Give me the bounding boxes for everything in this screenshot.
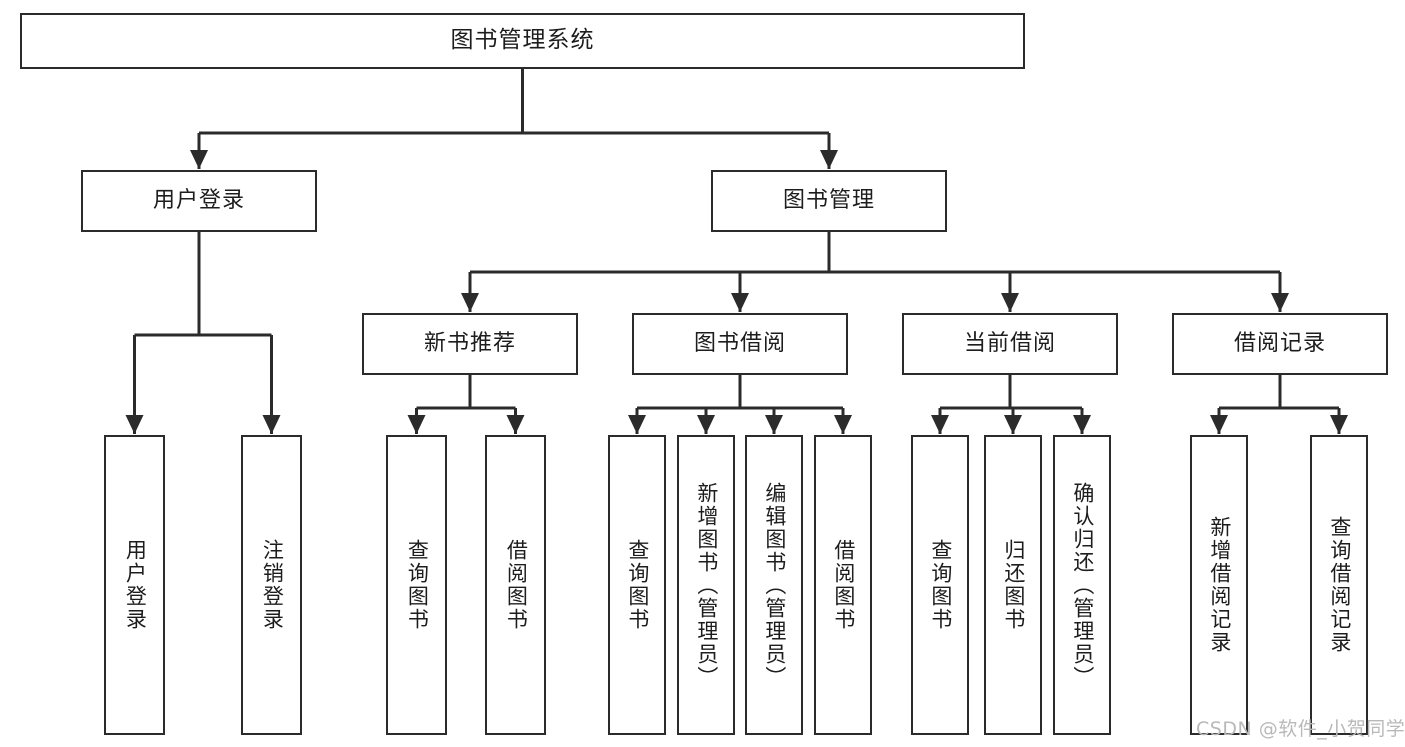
node-label: 归还图书 [1001,539,1026,631]
node-label: 图书管理系统 [450,27,595,54]
node-leaf-current-confirm: 确认归还（管理员） [1053,435,1111,735]
node-records: 借阅记录 [1172,313,1388,375]
arrow-head-icon [697,415,715,434]
node-leaf-user-login: 用户登录 [104,435,165,735]
node-label: 查询图书 [625,539,650,631]
node-leaf-new-borrow: 借阅图书 [485,435,546,735]
node-label: 用户登录 [152,187,245,213]
node-label: 借阅图书 [504,539,529,631]
arrow-head-icon [628,415,646,434]
node-label: 当前借阅 [963,330,1056,356]
node-leaf-user-logout: 注销登录 [241,435,302,735]
node-label: 确认归还（管理员） [1070,481,1095,689]
node-label: 借阅记录 [1233,330,1326,356]
arrow-head-icon [1330,415,1348,434]
node-label: 新增图书（管理员） [694,481,719,689]
arrow-head-icon [407,415,426,434]
node-label: 用户登录 [123,539,148,631]
node-borrow: 图书借阅 [632,313,848,375]
arrow-head-icon [731,293,749,312]
arrow-head-icon [834,415,852,434]
node-label: 查询图书 [405,539,430,631]
arrow-head-icon [506,415,525,434]
node-current: 当前借阅 [902,313,1118,375]
arrow-head-icon [820,150,838,169]
node-label: 查询借阅记录 [1327,516,1352,654]
node-label: 图书管理 [782,187,875,213]
node-label: 查询图书 [928,539,953,631]
node-leaf-new-query: 查询图书 [386,435,447,735]
node-bookmgmt: 图书管理 [711,170,947,232]
node-login: 用户登录 [81,170,317,232]
arrow-head-icon [262,415,281,434]
arrow-head-icon [931,415,949,434]
node-leaf-current-query: 查询图书 [911,435,969,735]
node-label: 图书借阅 [693,330,786,356]
node-leaf-borrow-lend: 借阅图书 [814,435,872,735]
arrow-head-icon [765,415,783,434]
node-leaf-borrow-edit: 编辑图书（管理员） [745,435,803,735]
node-label: 注销登录 [260,539,285,631]
node-label: 编辑图书（管理员） [762,481,787,689]
node-leaf-borrow-add: 新增图书（管理员） [677,435,735,735]
node-root: 图书管理系统 [20,13,1025,69]
arrow-head-icon [125,415,144,434]
arrow-head-icon [1004,415,1022,434]
csdn-watermark: CSDN @软件_小贺同学 [1196,718,1405,740]
node-leaf-record-add: 新增借阅记录 [1190,435,1248,735]
node-label: 新增借阅记录 [1207,516,1232,654]
arrow-head-icon [1271,293,1289,312]
arrow-head-icon [1001,293,1019,312]
node-newbook: 新书推荐 [362,313,578,375]
arrow-head-icon [461,293,479,312]
arrow-head-icon [1073,415,1091,434]
node-leaf-record-query: 查询借阅记录 [1310,435,1368,735]
node-leaf-current-return: 归还图书 [984,435,1042,735]
node-label: 借阅图书 [831,539,856,631]
arrow-head-icon [1210,415,1228,434]
node-leaf-borrow-query: 查询图书 [608,435,666,735]
node-label: 新书推荐 [423,330,516,356]
arrow-head-icon [190,150,208,169]
